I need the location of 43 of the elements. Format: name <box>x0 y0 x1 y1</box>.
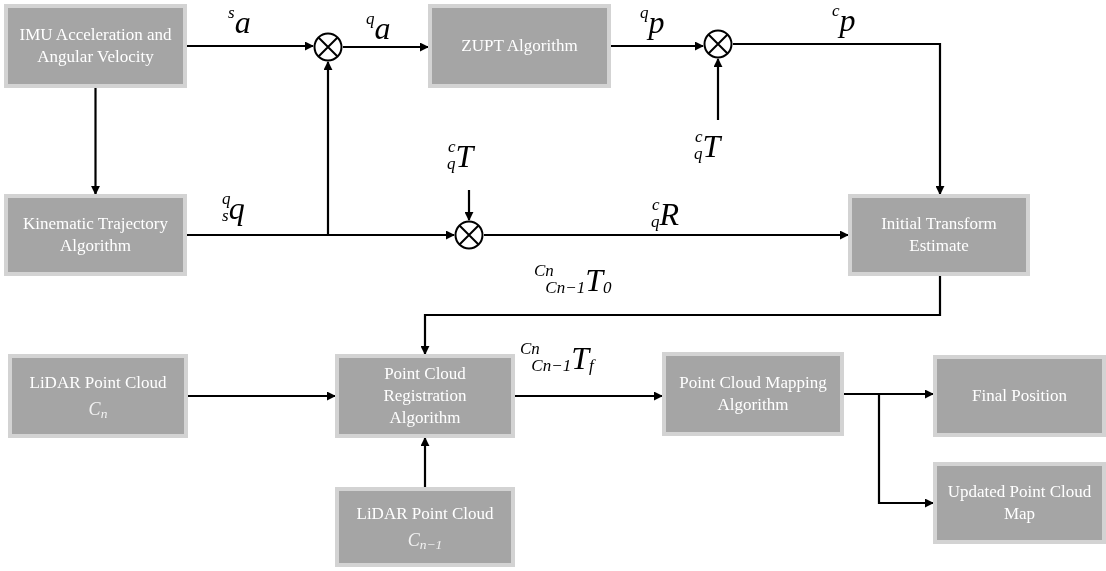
arrow <box>464 190 474 221</box>
arrow <box>343 42 429 52</box>
box-label: LiDAR Point Cloud <box>356 503 494 525</box>
process-box <box>335 487 515 567</box>
process-box <box>4 194 187 276</box>
process-box <box>848 194 1030 276</box>
process-box <box>933 355 1106 437</box>
edge-label: $^{q}$p <box>640 2 665 42</box>
box-label: C$_{n−1}$ <box>407 529 443 551</box>
multiplier-symbol <box>454 220 484 250</box>
box-label: Kinematic Trajectory Algorithm <box>22 213 169 257</box>
arrow <box>187 230 455 240</box>
box-label: ZUPT Algorithm <box>461 35 578 57</box>
process-box <box>4 4 187 88</box>
arrow <box>420 437 430 487</box>
arrow <box>733 42 945 195</box>
box-label: Final Position <box>972 385 1067 407</box>
arrow <box>420 276 942 355</box>
process-box <box>335 354 515 438</box>
arrow <box>91 88 100 195</box>
box-label: Point Cloud Mapping Algorithm <box>678 372 828 416</box>
multiplier-symbol <box>703 29 733 59</box>
box-label: C$_{n}$ <box>88 398 108 420</box>
arrow <box>484 230 849 240</box>
box-label: IMU Acceleration and Angular Velocity <box>18 24 173 68</box>
process-box <box>662 352 844 436</box>
box-label: Updated Point Cloud Map <box>946 481 1093 525</box>
edge-label: $^{c}$p <box>832 0 856 40</box>
box-label: Initial Transform Estimate <box>880 213 998 257</box>
arrow <box>515 391 663 401</box>
edge-label: $^{q}$a <box>366 8 391 48</box>
arrow <box>611 41 704 51</box>
box-label: LiDAR Point Cloud <box>29 372 167 394</box>
arrow <box>188 391 336 401</box>
arrow <box>844 392 934 508</box>
process-box <box>8 354 188 438</box>
arrow <box>187 41 314 51</box>
arrow <box>713 58 723 120</box>
multiplier-symbol <box>313 32 343 62</box>
edge-label: $^{s}$a <box>228 2 251 42</box>
box-label: Point Cloud Registration Algorithm <box>382 363 468 429</box>
process-box <box>933 462 1106 544</box>
process-box <box>428 4 611 88</box>
